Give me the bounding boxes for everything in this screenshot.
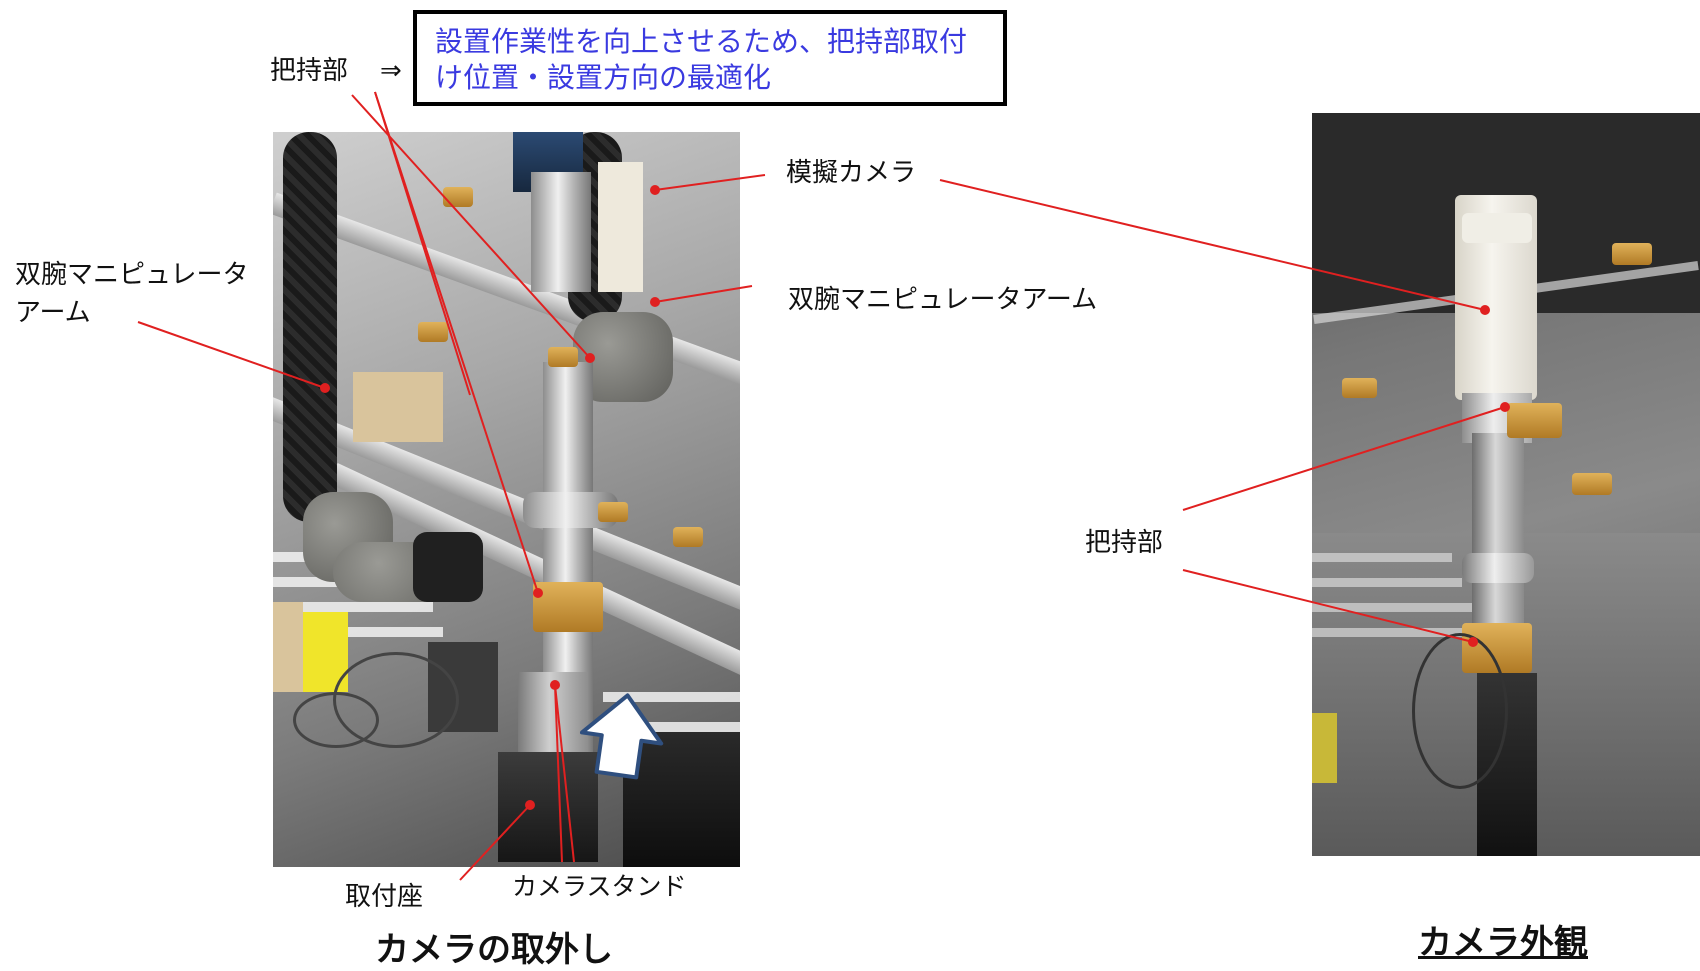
note-line-1: 設置作業性を向上させるため、把持部取付: [435, 25, 968, 58]
arrow-icon: ⇒: [380, 56, 402, 86]
label-camera-stand: カメラスタンド: [512, 872, 687, 901]
label-mount-seat: 取付座: [345, 882, 424, 912]
caption-camera-removal: カメラの取外し: [375, 930, 613, 970]
label-gripper-top: 把持部: [270, 56, 349, 86]
label-dual-arm-left-line1: 双腕マニピュレータ: [15, 260, 249, 290]
caption-camera-exterior: カメラ外観: [1418, 923, 1588, 963]
label-gripper-right: 把持部: [1085, 528, 1164, 558]
camera-exterior-photo: [1312, 113, 1700, 856]
label-dummy-camera: 模擬カメラ: [786, 158, 917, 188]
camera-removal-photo: [273, 132, 740, 867]
label-dual-arm-left-line2: アーム: [15, 298, 91, 328]
improvement-note-box: 設置作業性を向上させるため、把持部取付 け位置・設置方向の最適化: [413, 10, 1007, 106]
note-line-2: け位置・設置方向の最適化: [435, 61, 772, 94]
label-dual-arm-right: 双腕マニピュレータアーム: [788, 285, 1098, 315]
